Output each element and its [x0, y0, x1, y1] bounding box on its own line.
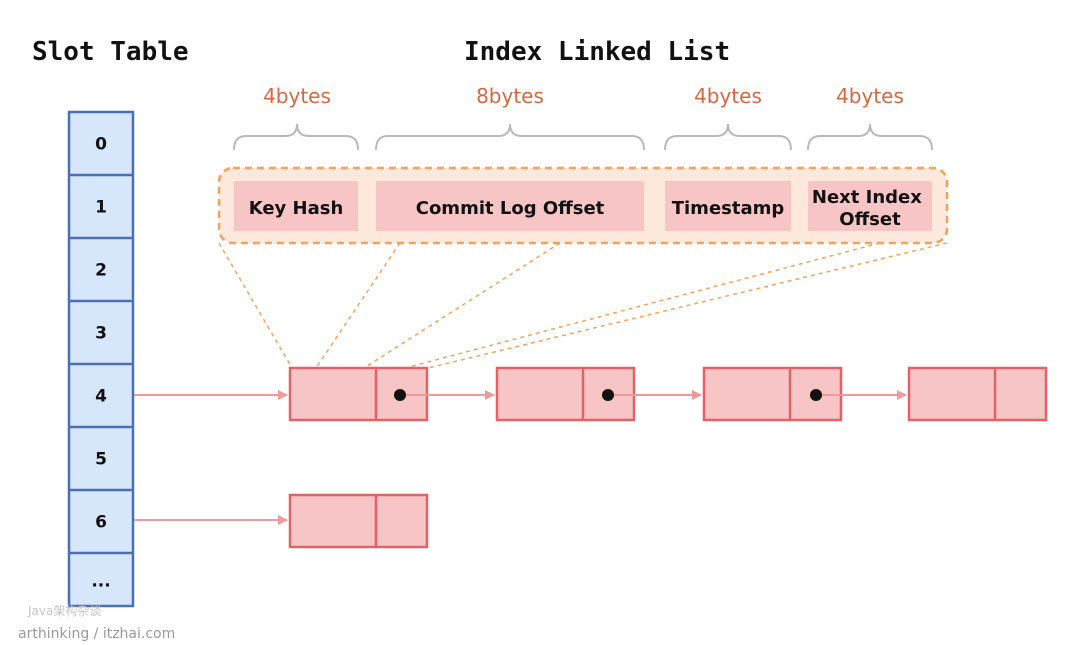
brace-key-hash	[233, 123, 359, 151]
slot-cell-1: 1	[95, 198, 107, 218]
field-label-next-index-offset: Next Index Offset	[812, 187, 928, 230]
list-node-4	[907, 366, 1048, 422]
pointer-dots	[394, 389, 822, 401]
slot-table: 0 1 2 3 4 5 6...	[67, 110, 135, 608]
pointer-dot-1	[394, 389, 406, 401]
field-label-next-index-offset-line2: Offset	[839, 209, 901, 230]
slot-cell-2: 2	[95, 261, 107, 281]
projection-line-4	[404, 242, 881, 369]
brace-next-index-offset	[807, 123, 933, 151]
field-box-next-index-offset	[808, 181, 932, 231]
brace-timestamp	[664, 123, 792, 151]
linked-list-nodes	[288, 366, 1048, 549]
projection-lines	[218, 242, 948, 369]
watermark-line1: Java架构杂谈	[27, 603, 101, 618]
slot-cell-5: 5	[95, 450, 107, 470]
index-linked-list-title: Index Linked List	[464, 37, 730, 67]
slot-cell-3: 3	[95, 324, 107, 344]
projection-line-5	[427, 242, 948, 369]
field-label-key-hash: Key Hash	[249, 198, 344, 219]
byte-label-key-hash: 4bytes	[263, 84, 331, 108]
projection-line-2	[315, 242, 401, 369]
field-box-timestamp	[665, 181, 791, 231]
field-label-next-index-offset-line1: Next Index	[812, 187, 922, 208]
brace-commit-log-offset	[375, 123, 645, 151]
field-label-timestamp: Timestamp	[672, 198, 785, 219]
slot-table-title: Slot Table	[32, 37, 189, 67]
byte-label-next-index-offset: 4bytes	[836, 84, 904, 108]
field-box-commit-log-offset	[376, 181, 644, 231]
slot-cell-6: 6	[95, 513, 107, 533]
slot-cell-4: 4	[95, 387, 107, 407]
slot-table-column	[67, 110, 135, 608]
byte-label-commit-log-offset: 8bytes	[476, 84, 544, 108]
list-node-slot6	[288, 493, 429, 549]
byte-braces	[233, 123, 933, 151]
projection-line-1	[218, 242, 293, 369]
slot-cell-0: 0	[95, 135, 107, 155]
field-label-commit-log-offset: Commit Log Offset	[416, 198, 605, 219]
byte-label-timestamp: 4bytes	[694, 84, 762, 108]
arrows	[134, 390, 907, 525]
pointer-dot-3	[810, 389, 822, 401]
field-box-key-hash	[234, 181, 358, 231]
slot-cell-more: ...	[91, 572, 110, 592]
watermark-line2: arthinking / itzhai.com	[18, 626, 175, 642]
projection-line-3	[363, 242, 561, 369]
pointer-dot-2	[602, 389, 614, 401]
